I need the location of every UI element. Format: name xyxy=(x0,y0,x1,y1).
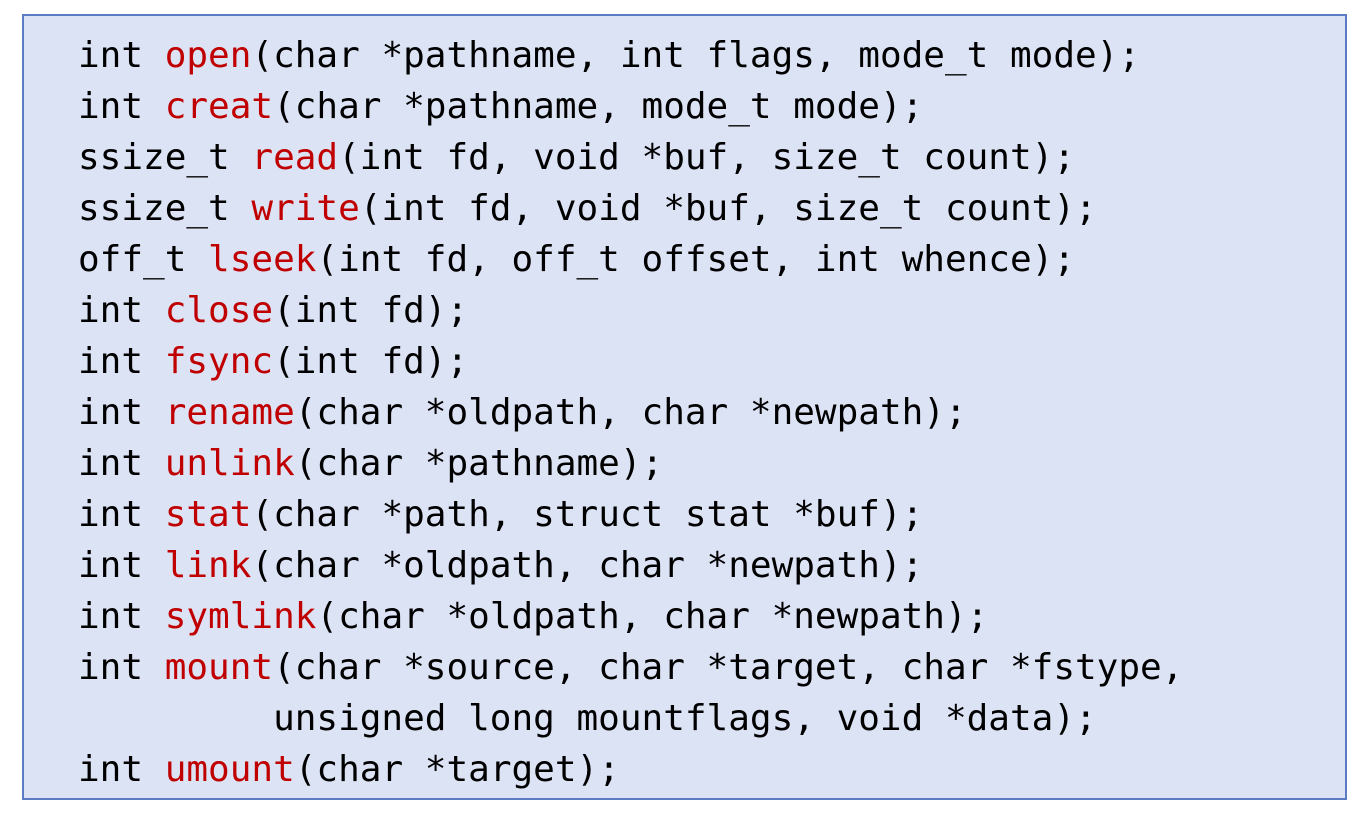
code-signature-args: (int fd, void *buf, size_t count); xyxy=(359,188,1097,229)
code-signature-args: (int fd, void *buf, size_t count); xyxy=(338,137,1076,178)
code-line: int link(char *oldpath, char *newpath); xyxy=(78,540,1345,591)
code-function-name: stat xyxy=(164,494,252,535)
code-signature-args: (char *oldpath, char *newpath); xyxy=(251,545,924,586)
code-function-name: lseek xyxy=(208,239,317,280)
code-return-type: off_t xyxy=(78,239,209,280)
code-return-type: int xyxy=(78,749,165,790)
code-line: int stat(char *path, struct stat *buf); xyxy=(78,489,1345,540)
code-return-type: int xyxy=(78,392,165,433)
code-function-name: unlink xyxy=(164,443,295,484)
code-listing: int open(char *pathname, int flags, mode… xyxy=(78,30,1345,795)
code-signature-args: (char *path, struct stat *buf); xyxy=(251,494,924,535)
code-function-name: close xyxy=(164,290,274,331)
code-line: int umount(char *target); xyxy=(78,744,1345,795)
code-line: int open(char *pathname, int flags, mode… xyxy=(78,30,1345,81)
code-signature-args: (char *oldpath, char *newpath); xyxy=(294,392,967,433)
code-function-name: link xyxy=(164,545,252,586)
code-function-name: write xyxy=(251,188,360,229)
code-function-name: creat xyxy=(164,86,274,127)
code-signature-args: (char *target); xyxy=(294,749,620,790)
code-signature-args: (int fd); xyxy=(273,341,469,382)
code-signature-args: (char *source, char *target, char *fstyp… xyxy=(273,647,1184,688)
code-signature-args: (char *pathname, int flags, mode_t mode)… xyxy=(251,35,1141,76)
code-signature-args: (char *pathname, mode_t mode); xyxy=(273,86,924,127)
code-signature-args: (char *pathname); xyxy=(294,443,664,484)
code-line: ssize_t read(int fd, void *buf, size_t c… xyxy=(78,132,1345,183)
code-line: off_t lseek(int fd, off_t offset, int wh… xyxy=(78,234,1345,285)
code-line: int fsync(int fd); xyxy=(78,336,1345,387)
code-return-type: int xyxy=(78,86,165,127)
code-return-type: ssize_t xyxy=(78,137,252,178)
code-return-type: ssize_t xyxy=(78,188,252,229)
code-return-type: int xyxy=(78,443,165,484)
code-return-type: int xyxy=(78,341,165,382)
code-line: int unlink(char *pathname); xyxy=(78,438,1345,489)
code-line: unsigned long mountflags, void *data); xyxy=(78,693,1345,744)
code-line: int symlink(char *oldpath, char *newpath… xyxy=(78,591,1345,642)
code-return-type: int xyxy=(78,596,165,637)
code-return-type: int xyxy=(78,647,165,688)
code-return-type: int xyxy=(78,545,165,586)
code-function-name: umount xyxy=(164,749,295,790)
code-return-type: int xyxy=(78,35,165,76)
code-function-name: rename xyxy=(164,392,295,433)
code-line: int creat(char *pathname, mode_t mode); xyxy=(78,81,1345,132)
code-return-type: unsigned long mountflags, void *data); xyxy=(78,698,1097,739)
code-function-name: fsync xyxy=(164,341,274,382)
code-function-name: symlink xyxy=(164,596,317,637)
code-signature-args: (int fd, off_t offset, int whence); xyxy=(316,239,1076,280)
code-signature-args: (char *oldpath, char *newpath); xyxy=(316,596,989,637)
code-return-type: int xyxy=(78,290,165,331)
code-return-type: int xyxy=(78,494,165,535)
code-function-name: open xyxy=(164,35,252,76)
code-signature-args: (int fd); xyxy=(273,290,469,331)
code-function-name: mount xyxy=(164,647,274,688)
code-line: int mount(char *source, char *target, ch… xyxy=(78,642,1345,693)
code-line: int rename(char *oldpath, char *newpath)… xyxy=(78,387,1345,438)
code-panel: int open(char *pathname, int flags, mode… xyxy=(22,14,1347,800)
code-line: ssize_t write(int fd, void *buf, size_t … xyxy=(78,183,1345,234)
code-function-name: read xyxy=(251,137,339,178)
code-line: int close(int fd); xyxy=(78,285,1345,336)
